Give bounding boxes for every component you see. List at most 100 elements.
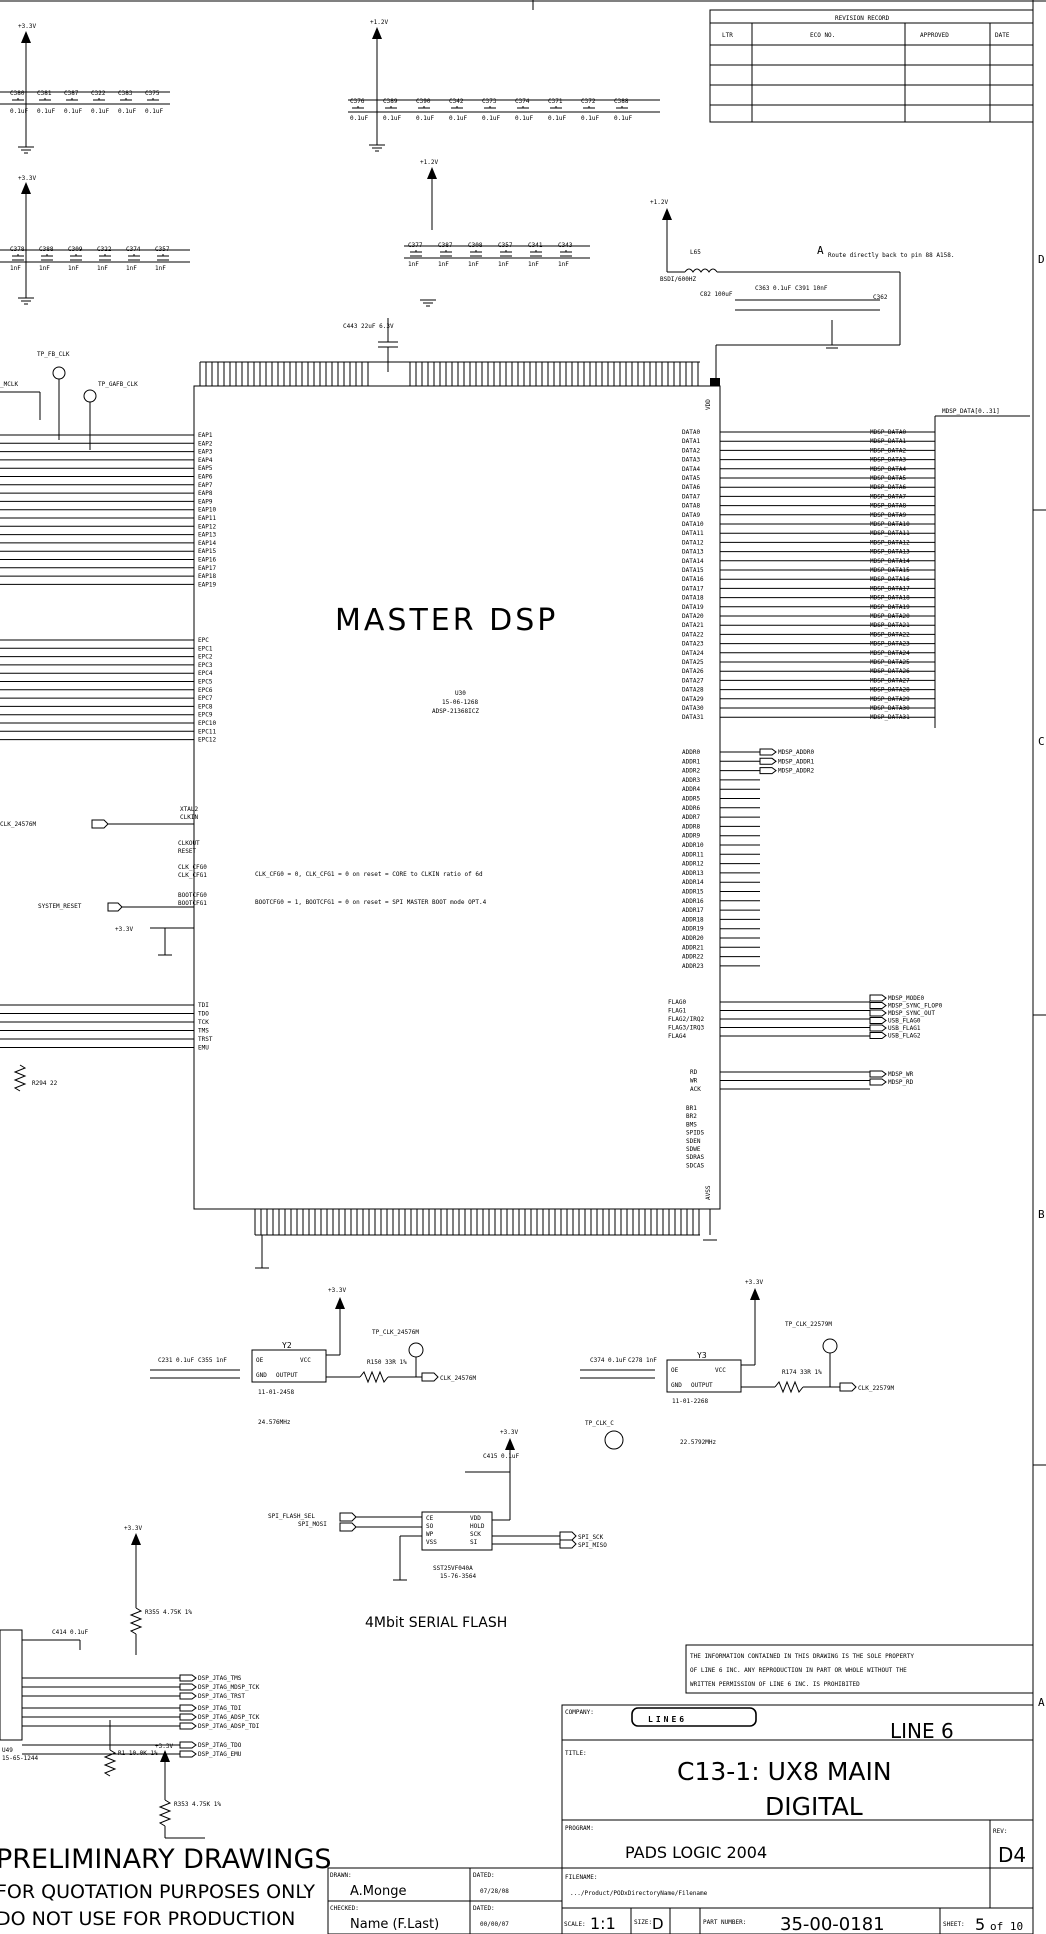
svg-text:5: 5 — [975, 1915, 985, 1934]
svg-text:PART NUMBER:: PART NUMBER: — [703, 1919, 746, 1926]
bus-net-label: MDSP_DATA4 — [870, 466, 907, 473]
svg-text:CLK_CFG0: CLK_CFG0 — [178, 864, 207, 871]
dsp-pin-label: EAP5 — [198, 465, 213, 472]
dsp-pin-label: SDWE — [686, 1146, 701, 1153]
dsp-pin-label: TDO — [198, 1011, 209, 1018]
svg-text:BSDI/600HZ: BSDI/600HZ — [660, 276, 697, 283]
bus-net-label: MDSP_DATA17 — [870, 585, 910, 592]
cap-value-label: 0.1uF — [64, 108, 82, 115]
cap-ref-label: C322 — [91, 90, 106, 97]
bus-net-label: MDSP_DATA21 — [870, 622, 910, 629]
addr-net-label: MDSP_ADDR2 — [778, 768, 815, 775]
dsp-pin-label: DATA24 — [682, 650, 704, 657]
net-port-icon — [179, 1704, 197, 1712]
svg-text:TITLE:: TITLE: — [565, 1750, 587, 1757]
dsp-pin-label: DATA13 — [682, 549, 704, 556]
line6-logo — [631, 1707, 757, 1727]
svg-text:SPI_FLASH_SEL: SPI_FLASH_SEL — [268, 1513, 315, 1520]
dsp-pin-label: EAP9 — [198, 498, 213, 505]
net-port-icon — [91, 819, 109, 829]
dsp-pin-label: EPC8 — [198, 703, 213, 710]
cap-value-label: 1nF — [528, 261, 539, 268]
dsp-pin-label: EAP6 — [198, 474, 213, 481]
bus-net-label: MDSP_DATA15 — [870, 567, 910, 574]
svg-text:+1.2V: +1.2V — [370, 19, 388, 26]
svg-text:LINE6: LINE6 — [648, 1715, 687, 1724]
cap-value-label: 1nF — [438, 261, 449, 268]
dsp-pin-label: EAP4 — [198, 457, 213, 464]
net-port-icon — [869, 1078, 887, 1086]
cap-value-label: 0.1uF — [118, 108, 136, 115]
resistor-icon — [103, 1749, 117, 1777]
cap-value-label: 1nF — [155, 265, 166, 272]
resistor-icon — [158, 1799, 172, 1827]
dsp-pin-label: ADDR8 — [682, 823, 700, 830]
svg-text:VCC: VCC — [715, 1367, 726, 1374]
jtag-net-label: DSP_JTAG_TRST — [198, 1693, 245, 1700]
dsp-pin-label: ADDR20 — [682, 935, 704, 942]
dsp-pin-label: EPC4 — [198, 670, 213, 677]
bus-net-label: MDSP_DATA27 — [870, 677, 910, 684]
resistor-icon — [129, 1607, 143, 1635]
svg-text:DO NOT USE FOR PRODUCTION: DO NOT USE FOR PRODUCTION — [0, 1908, 295, 1930]
testpoint-icon — [822, 1338, 838, 1354]
flash-pin-label: VDD — [470, 1515, 481, 1522]
svg-text:.../Product/PODxDirectoryName/: .../Product/PODxDirectoryName/Filename — [570, 1890, 708, 1897]
svg-text:of 10: of 10 — [990, 1920, 1023, 1933]
dsp-pin-label: DATA16 — [682, 576, 704, 583]
svg-text:PRELIMINARY DRAWINGS: PRELIMINARY DRAWINGS — [0, 1844, 332, 1875]
net-port-icon — [107, 902, 123, 912]
net-port-icon — [759, 748, 777, 756]
dsp-pin-label: SPIDS — [686, 1130, 704, 1137]
dsp-pin-label: DATA14 — [682, 558, 704, 565]
cap-value-label: 0.1uF — [37, 108, 55, 115]
bus-net-label: MDSP_DATA26 — [870, 668, 910, 675]
svg-text:RESET: RESET — [178, 848, 196, 855]
net-port-icon — [339, 1522, 357, 1532]
cap-ref-label: C377 — [408, 242, 423, 249]
bus-net-label: MDSP_DATA13 — [870, 549, 910, 556]
bus-net-label: MDSP_DATA31 — [870, 714, 910, 721]
dsp-pin-label: EPC — [198, 637, 209, 644]
svg-text:SPI_MISO: SPI_MISO — [578, 1542, 607, 1549]
svg-text:BOOTCFG0: BOOTCFG0 — [178, 892, 207, 899]
dsp-pin-label: DATA5 — [682, 475, 700, 482]
svg-text:C82 100uF: C82 100uF — [700, 291, 733, 298]
dsp-pin-label: ADDR3 — [682, 777, 700, 784]
svg-text:BOOTCFG1: BOOTCFG1 — [178, 900, 207, 907]
dsp-pin-label: ADDR15 — [682, 889, 704, 896]
dsp-pin-label: DATA3 — [682, 457, 700, 464]
dsp-pin-label: DATA22 — [682, 631, 704, 638]
dsp-pin-label: SDEN — [686, 1138, 701, 1145]
net-port-icon — [869, 1070, 887, 1078]
svg-text:D: D — [652, 1915, 664, 1933]
svg-text:R150 33R 1%: R150 33R 1% — [367, 1359, 407, 1366]
dsp-pin-label: DATA23 — [682, 641, 704, 648]
svg-text:PROGRAM:: PROGRAM: — [565, 1825, 594, 1832]
revision-header-ltr: LTR — [722, 32, 733, 39]
dsp-pin-label: EPC9 — [198, 712, 213, 719]
dsp-pin-label: ADDR11 — [682, 851, 704, 858]
dsp-body — [193, 385, 721, 1210]
svg-text:_MCLK: _MCLK — [0, 381, 18, 388]
cap-value-label: 0.1uF — [91, 108, 109, 115]
preliminary-notice: PRELIMINARY DRAWINGS FOR QUOTATION PURPO… — [0, 1844, 332, 1930]
dsp-pin-label: EAP3 — [198, 449, 213, 456]
dsp-pin-label: ACK — [690, 1086, 701, 1093]
dsp-pin-label: EAP12 — [198, 523, 216, 530]
revision-header-date: DATE — [995, 32, 1010, 39]
revision-header-eco: ECO NO. — [810, 32, 835, 39]
dsp-pin-label: DATA18 — [682, 595, 704, 602]
cap-ref-label: C388 — [614, 98, 629, 105]
net-port-icon — [759, 757, 777, 765]
dsp-pin-label: EAP1 — [198, 432, 213, 439]
bus-net-label: MDSP_DATA3 — [870, 457, 907, 464]
cap-value-label: 1nF — [408, 261, 419, 268]
resistor-icon — [359, 1370, 389, 1384]
inductor-icon — [684, 268, 718, 273]
disclaimer-box: THE INFORMATION CONTAINED IN THIS DRAWIN… — [685, 1644, 1034, 1694]
decoupling-group-4: +1.2V C3771nFC3871nFC3081nFC3571nFC3411n… — [404, 159, 590, 307]
flash-pin-label: VSS — [426, 1539, 437, 1546]
dsp-pin-label: EAP14 — [198, 540, 216, 547]
